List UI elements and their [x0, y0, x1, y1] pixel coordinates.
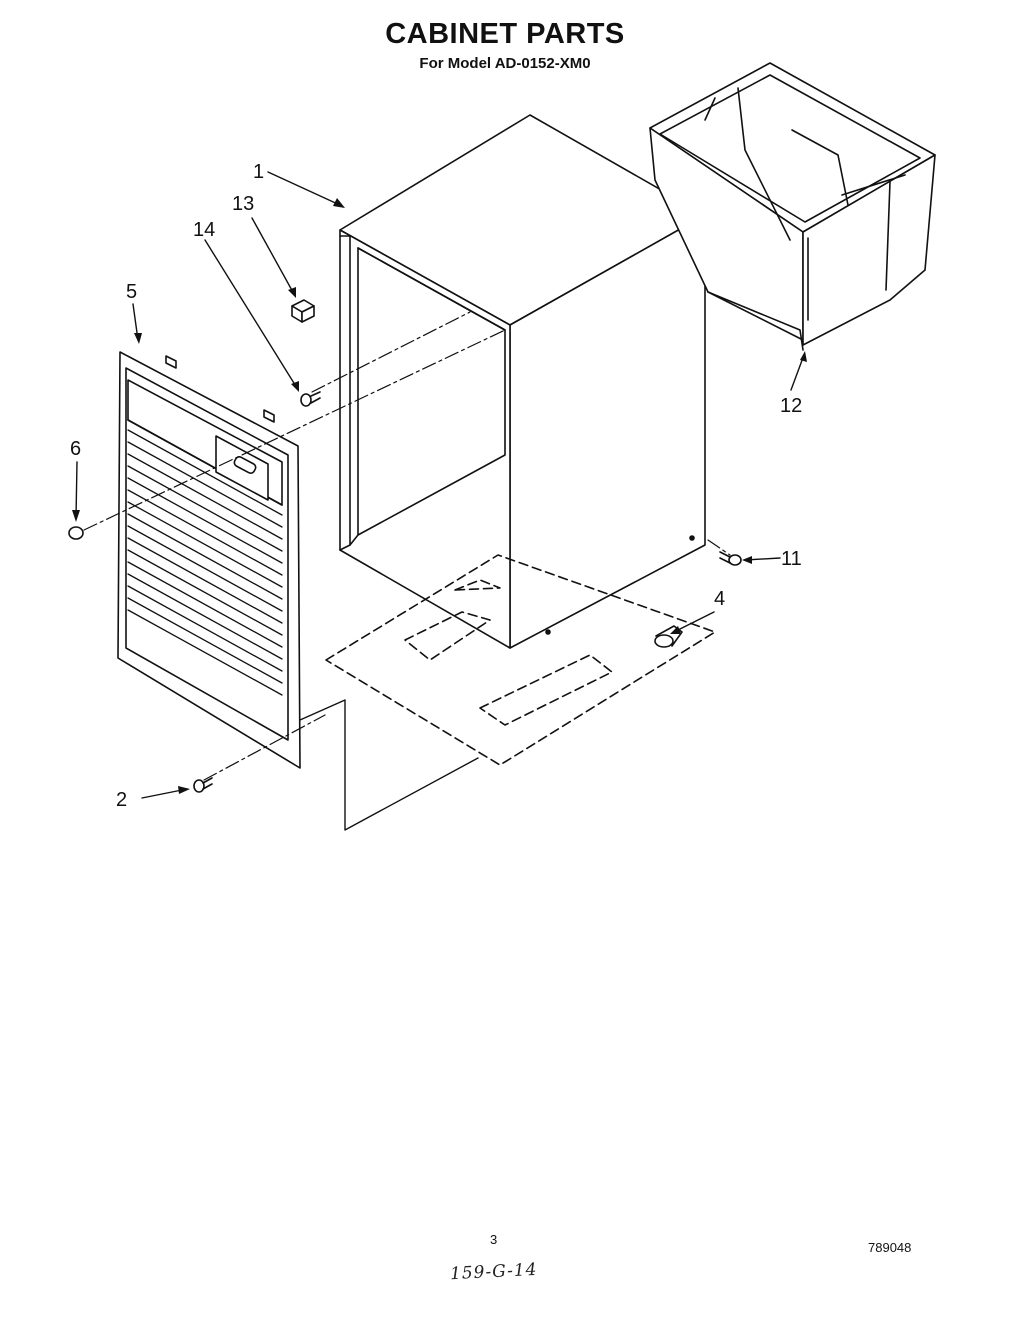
model-subtitle: For Model AD-0152-XM0: [419, 55, 591, 72]
assembly-lines: [83, 311, 731, 781]
callout-label-5: 5: [126, 281, 137, 303]
callout-label-12: 12: [780, 395, 802, 417]
page-title: CABINET PARTS: [385, 18, 625, 50]
plug-part: [68, 526, 84, 540]
callout-label-4: 4: [714, 588, 725, 610]
small-block-part: [291, 299, 315, 323]
screw-part-2: [193, 777, 213, 793]
page-number: 3: [490, 1232, 498, 1247]
screw-part-14: [300, 391, 321, 407]
callout-label-2: 2: [116, 789, 127, 811]
document-number: 789048: [868, 1240, 912, 1255]
callout-arrowheads: [72, 198, 807, 794]
front-grille-part: [117, 351, 301, 769]
callout-leaders: [75, 171, 805, 799]
hidden-edge-line: [299, 699, 479, 831]
water-tank-part: [649, 62, 936, 351]
callout-label-6: 6: [70, 438, 81, 460]
callout-label-14: 14: [193, 219, 215, 241]
callout-label-13: 13: [232, 193, 254, 215]
callout-label-11: 11: [781, 548, 802, 570]
base-plate-part: [325, 554, 716, 766]
callout-label-1: 1: [253, 161, 264, 183]
screw-part-11: [719, 551, 742, 566]
cabinet-body-part: [339, 114, 706, 649]
